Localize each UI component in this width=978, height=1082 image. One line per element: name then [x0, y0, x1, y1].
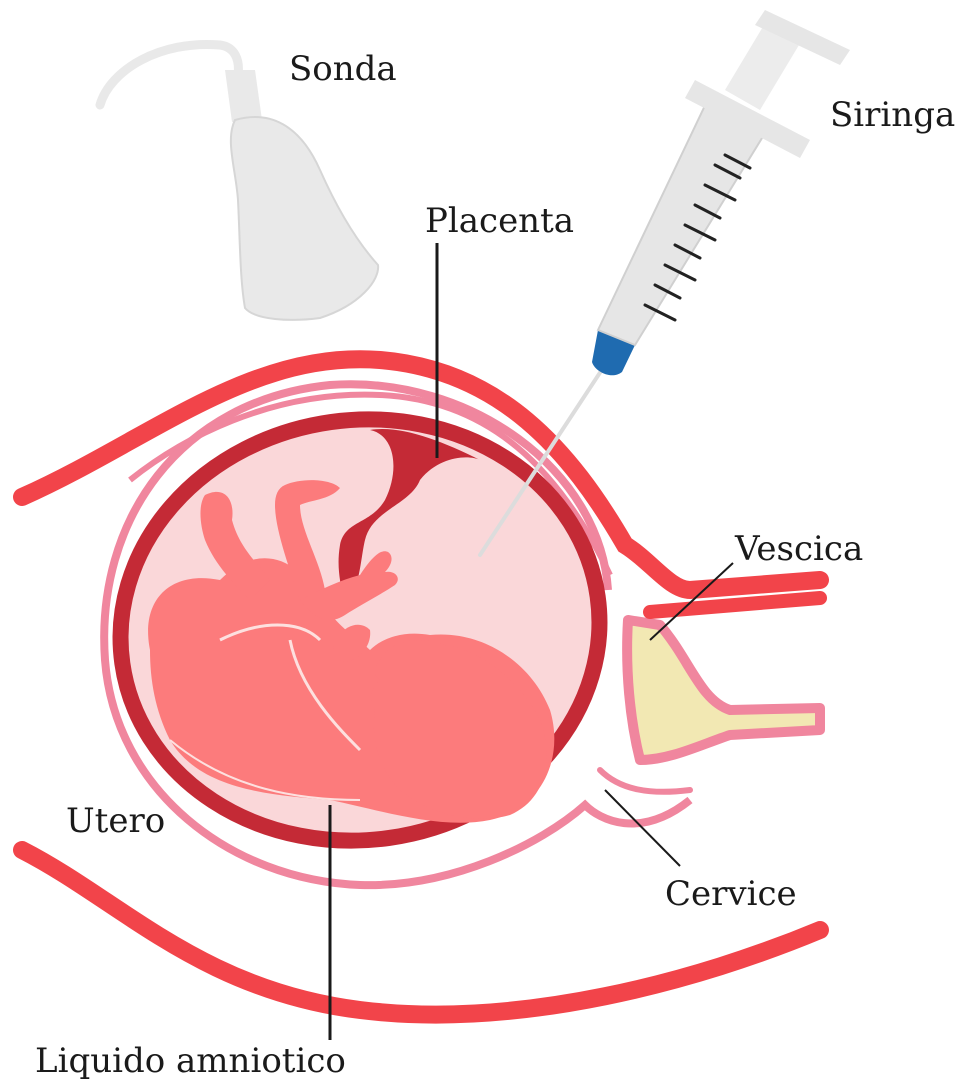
label-uterus: Utero	[66, 801, 165, 841]
cervix	[600, 770, 690, 792]
label-placenta: Placenta	[425, 201, 574, 241]
bladder	[627, 620, 820, 760]
label-amniotic-fluid: Liquido amniotico	[35, 1041, 346, 1081]
label-syringe: Siringa	[830, 95, 955, 135]
cervix-leader-line	[605, 790, 680, 866]
label-probe: Sonda	[289, 49, 397, 89]
syringe-icon	[480, 10, 850, 555]
bladder-wall-top	[650, 598, 820, 612]
label-cervix: Cervice	[665, 874, 797, 914]
label-bladder: Vescica	[734, 529, 863, 569]
